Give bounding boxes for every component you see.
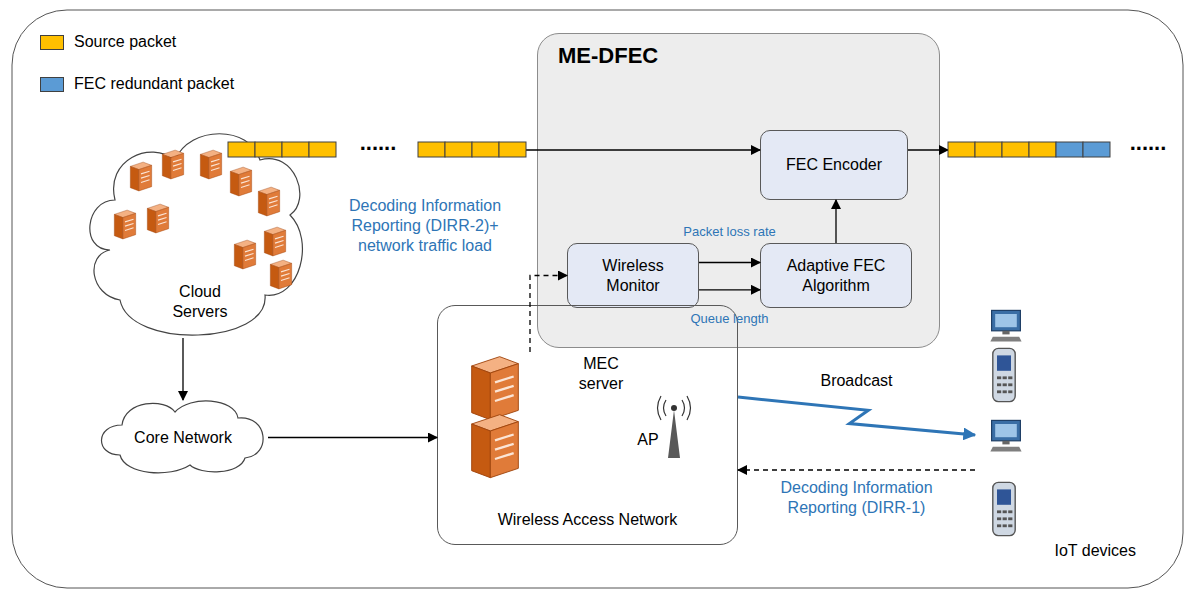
outer-frame — [12, 10, 1183, 588]
label-holder: ...... — [360, 129, 397, 157]
edge-label-holder: Decoding Information Reporting (DIRR-1) — [752, 478, 962, 518]
input-stream-arrow — [526, 149, 760, 150]
edge-label: Packet loss rate — [683, 224, 776, 240]
legend-text: Source packet — [74, 32, 176, 52]
node-text: FEC Encoder — [786, 155, 882, 175]
process-box: Wireless Monitor — [567, 243, 699, 308]
legend-text: FEC redundant packet — [74, 74, 234, 94]
legend-row: Source packet — [40, 32, 176, 52]
node-text: Wireless Monitor — [576, 256, 690, 296]
node-text: Core Network — [134, 428, 232, 448]
iot-devices-node: IoT devices — [975, 305, 1140, 565]
module-panel: FEC EncoderWireless Monitor Adaptive FEC … — [537, 33, 940, 348]
edge-label: Broadcast — [820, 371, 892, 391]
node-text: Adaptive FEC Algorithm — [769, 256, 903, 296]
cloud-server-icons — [114, 150, 291, 289]
node-text: Wireless Access Network — [498, 510, 678, 530]
edge-label: Decoding Information Reporting (DIRR-2)+… — [330, 196, 520, 256]
edge-label-holder: Packet loss rate — [683, 224, 776, 240]
connector-arrow — [738, 469, 975, 470]
connector-arrow — [699, 262, 760, 263]
process-box: FEC Encoder — [760, 130, 908, 200]
edge-label: Decoding Information Reporting (DIRR-1) — [752, 478, 962, 518]
legend-swatch — [40, 77, 64, 92]
node-text: Cloud Servers — [155, 282, 245, 322]
node-text: ME-DFEC — [558, 42, 658, 70]
connector-arrow — [699, 289, 760, 290]
antenna-symbol — [658, 396, 691, 458]
cloud-servers-node: Cloud Servers — [92, 130, 302, 338]
mec-server-icon — [472, 357, 519, 478]
connector-arrow — [835, 200, 836, 243]
core-network-node: Core Network — [98, 400, 268, 475]
ellipsis-mark: ...... — [1130, 129, 1167, 157]
label-holder: AP — [637, 430, 658, 450]
edge-label-holder: Queue length — [690, 311, 768, 327]
ellipsis-mark: ...... — [360, 129, 397, 157]
source-packets — [228, 142, 1056, 157]
access-network-box: MEC serverWireless Access Network — [437, 305, 738, 545]
core-network-cloud-outline — [101, 401, 263, 473]
fec-redundant-packets — [1056, 142, 1110, 157]
node-text: MEC server — [572, 354, 630, 394]
connector-arrow — [530, 276, 567, 353]
edge-label-holder: Decoding Information Reporting (DIRR-2)+… — [330, 196, 520, 256]
antenna-label: AP — [637, 430, 658, 450]
legend-swatch — [40, 35, 64, 50]
mec-server-node: MEC server — [460, 352, 634, 482]
edge-label-holder: Broadcast — [820, 371, 892, 391]
legend-row: FEC redundant packet — [40, 74, 234, 94]
edge-label: Queue length — [690, 311, 768, 327]
iot-device-icons — [990, 310, 1021, 535]
broadcast-bolt — [738, 397, 975, 435]
label-holder: ...... — [1130, 129, 1167, 157]
cloud-outline — [90, 134, 303, 335]
output-stream-arrow — [908, 149, 948, 150]
connector-arrow — [182, 338, 183, 400]
node-text: IoT devices — [1054, 541, 1136, 561]
connector-arrow — [268, 437, 437, 438]
process-box: Adaptive FEC Algorithm — [760, 243, 912, 308]
